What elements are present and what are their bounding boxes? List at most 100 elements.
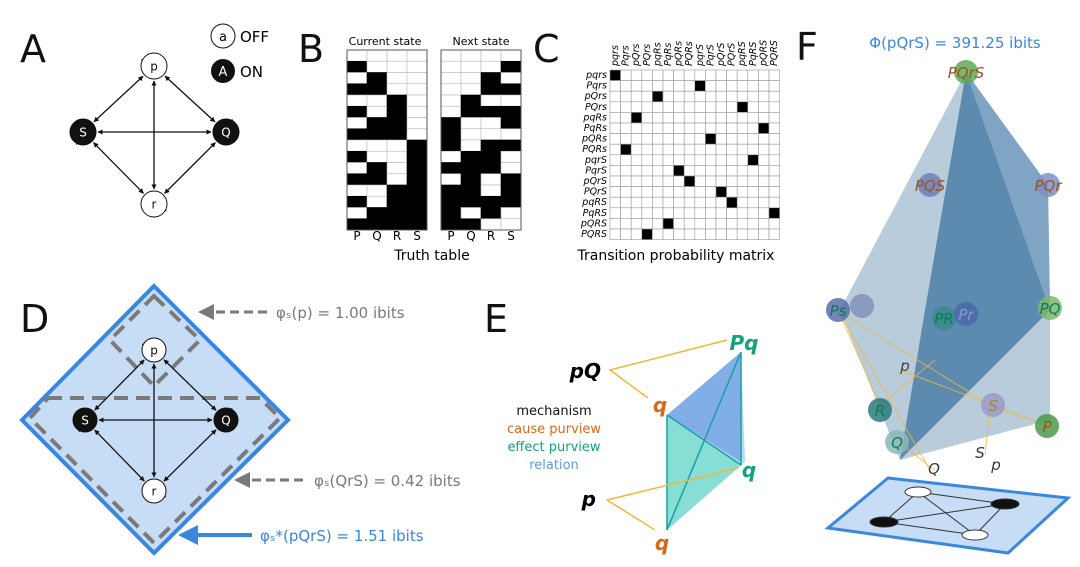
tpm-cell [673, 228, 685, 240]
tpm-cell [630, 133, 643, 145]
tpm-cell [705, 101, 717, 113]
tpm-col-label: pqRS [737, 41, 748, 67]
tpm-cell [641, 122, 653, 134]
legend-effect: effect purview [507, 440, 600, 455]
truth-cell [480, 60, 502, 73]
off-node-icon [210, 23, 236, 49]
on-node-icon [211, 59, 235, 83]
structure-node-label: PS [853, 298, 872, 316]
tpm-cell [705, 175, 717, 187]
tpm-cell [715, 207, 727, 219]
structure-node [1036, 173, 1060, 197]
truth-cell [366, 94, 388, 107]
tpm-row-label: PqrS [585, 165, 607, 176]
truth-cell [440, 49, 462, 62]
panel-label-a: A [20, 27, 46, 71]
tpm-cell [662, 207, 674, 219]
truth-cell [406, 117, 428, 130]
truth-cell [460, 184, 482, 197]
tpm-cell [652, 186, 664, 198]
truth-cell [346, 195, 368, 208]
tpm-cell [673, 207, 685, 219]
truth-cell [406, 195, 428, 208]
structure-node [932, 306, 956, 330]
tpm-cell [705, 112, 717, 124]
tpm-cell [620, 186, 632, 198]
truth-cell [346, 128, 368, 141]
tpm-cell [609, 122, 621, 134]
column-label-S: S [507, 229, 515, 243]
truth-cell [500, 162, 522, 175]
truth-cell [386, 195, 408, 208]
tpm-cell [673, 186, 685, 198]
truth-cell [366, 105, 388, 118]
tpm-cell [694, 133, 706, 145]
tpm-cell [747, 133, 759, 145]
tpm-cell [652, 165, 664, 177]
structure-node-label: Q [891, 434, 903, 452]
off-glyph: a [219, 30, 227, 45]
tpm-cell [620, 165, 632, 177]
structure-node [954, 302, 978, 326]
tpm-cell [683, 186, 696, 198]
tpm-cell [662, 122, 674, 134]
truth-cell [500, 83, 522, 96]
truth-cell [406, 94, 428, 107]
truth-cell [460, 128, 482, 141]
tpm-cell [662, 112, 674, 124]
truth-cell [346, 105, 368, 118]
phi-big-title: Φ(pQrS) = 391.25 ibits [869, 34, 1041, 52]
tpm-cell [652, 196, 664, 209]
truth-cell [346, 83, 368, 96]
tpm-cell [736, 207, 749, 219]
truth-cell [500, 150, 522, 163]
tpm-cell [609, 165, 621, 177]
tpm-cell [726, 90, 738, 103]
node-r [140, 190, 168, 218]
tpm-cell [620, 207, 632, 219]
tpm-cell [620, 112, 632, 124]
tpm-cell [694, 228, 706, 240]
off-label: OFF [240, 28, 269, 46]
tpm-col-label: PQrS [727, 43, 738, 66]
tpm-cell [747, 175, 759, 187]
tpm-cell [726, 154, 738, 166]
tpm-cell [673, 165, 685, 177]
truth-cell [366, 207, 388, 220]
tpm-cell [641, 207, 653, 219]
tpm-cell [662, 218, 674, 230]
truth-cell [480, 83, 502, 96]
truth-cell [460, 139, 482, 152]
truth-cell [406, 83, 428, 96]
edge-p-S [93, 75, 144, 123]
tpm-cell [609, 112, 621, 124]
tpm-cell [630, 207, 643, 219]
tpm-cell [715, 112, 727, 124]
tpm-cell [705, 196, 717, 209]
node-label: Q [221, 414, 230, 428]
tpm-cell [652, 69, 664, 81]
structure-node-label: PQS [915, 177, 946, 195]
truth-cell [500, 128, 522, 141]
truth-cell [480, 139, 502, 152]
truth-cell [366, 128, 388, 141]
tpm-col-label: PqRS [748, 42, 759, 66]
tpm-cell [758, 165, 770, 177]
tpm-cell [758, 218, 770, 230]
truth-cell [346, 173, 368, 186]
tpm-cell [630, 101, 643, 113]
truth-cell [480, 117, 502, 130]
tpm-cell [715, 186, 727, 198]
structure-node-label: P [1042, 418, 1052, 436]
tpm-cell [609, 196, 621, 209]
truth-cell [346, 117, 368, 130]
truth-cell [440, 150, 462, 163]
structure-node-label: PQ [1040, 300, 1061, 318]
tpm-cell [768, 143, 780, 156]
tpm-cell [641, 133, 653, 145]
node-Q [212, 118, 240, 146]
tpm-cell [662, 143, 674, 156]
structure-node [850, 294, 874, 318]
tpm-cell [683, 69, 696, 81]
tpm-cell [705, 122, 717, 134]
